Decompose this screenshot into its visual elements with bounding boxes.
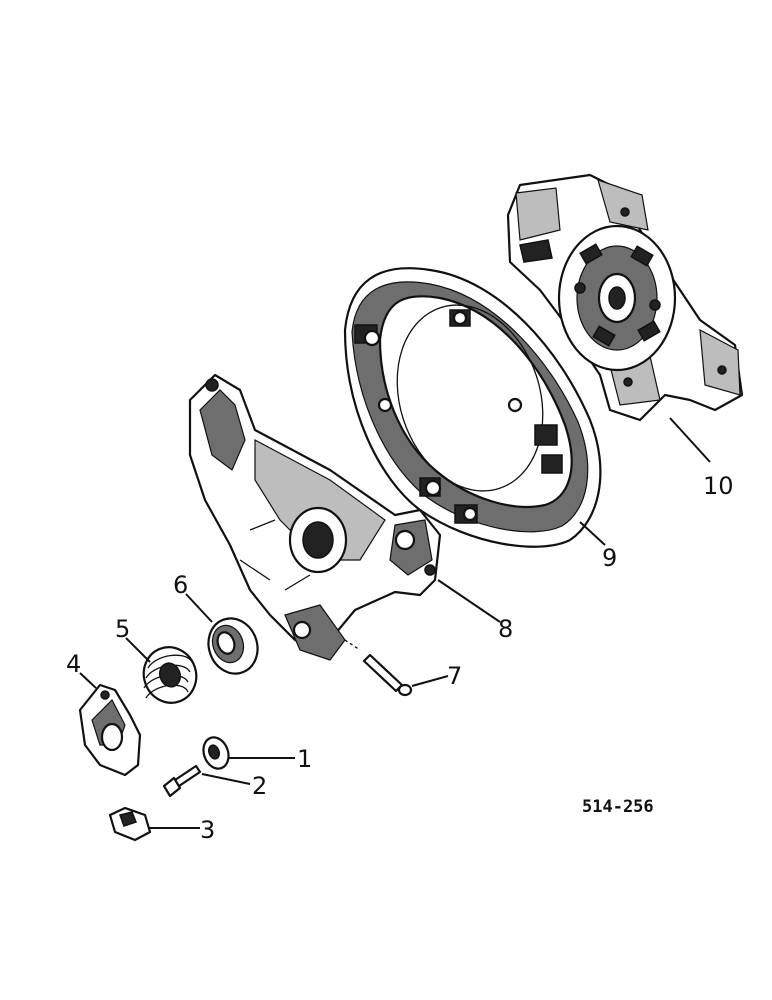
clutch-disc-part (506, 173, 744, 422)
washer-part (202, 736, 230, 770)
callout-3: 3 (200, 816, 215, 844)
callout-4: 4 (66, 650, 81, 678)
callout-1: 1 (297, 745, 312, 773)
bushing-part (207, 617, 259, 675)
callout-10: 10 (703, 472, 734, 500)
callout-labels: 1 2 3 4 5 6 7 8 9 10 (66, 472, 734, 844)
bolt-part (162, 764, 202, 798)
leader-5 (125, 637, 151, 663)
callout-6: 6 (173, 571, 188, 599)
leader-lines (79, 417, 711, 829)
bracket-part (188, 373, 442, 661)
leader-7 (411, 675, 449, 687)
leader-6 (185, 593, 213, 623)
leader-8 (437, 579, 501, 623)
leader-9 (579, 521, 606, 546)
callout-5: 5 (115, 615, 130, 643)
pin-part (344, 639, 413, 697)
callout-8: 8 (498, 615, 513, 643)
clip-part (108, 806, 152, 842)
leader-10 (669, 417, 711, 463)
leader-4 (79, 672, 97, 689)
leader-2 (201, 773, 251, 785)
callout-7: 7 (447, 662, 462, 690)
pressure-plate-part (343, 267, 602, 548)
lever-part (78, 683, 142, 777)
callout-2: 2 (252, 772, 267, 800)
callout-9: 9 (602, 544, 617, 572)
spring-part (142, 646, 198, 704)
diagram-code: 514-256 (582, 797, 654, 817)
